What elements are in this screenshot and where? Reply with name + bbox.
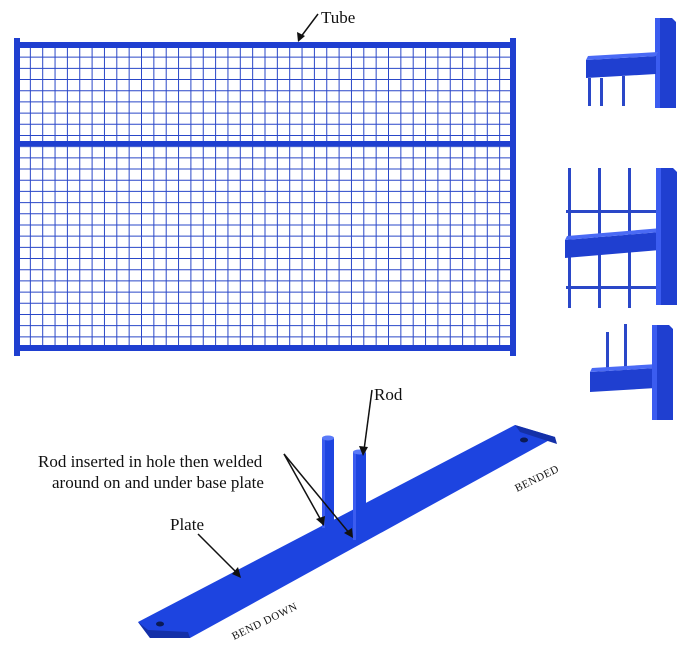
frame-left-post bbox=[14, 38, 20, 356]
frame-top-tube bbox=[15, 42, 515, 48]
joint-detail-middle bbox=[565, 168, 677, 308]
rod-front bbox=[353, 449, 366, 540]
frame-right-post bbox=[510, 38, 516, 356]
plate-hole-right bbox=[520, 437, 528, 443]
fence-panel bbox=[14, 38, 516, 356]
tube-callout: Tube bbox=[297, 8, 355, 42]
plate-callout: Plate bbox=[170, 515, 241, 578]
joint-detail-top bbox=[586, 18, 676, 108]
frame-middle-tube bbox=[15, 141, 515, 146]
plate-hole-left bbox=[156, 621, 164, 627]
rod-callout: Rod bbox=[359, 385, 403, 456]
joint-detail-bottom bbox=[590, 324, 673, 420]
rod-note-callout: Rod inserted in hole then welded around … bbox=[38, 452, 353, 538]
rod-note-line2: around on and under base plate bbox=[52, 473, 264, 492]
rod-note-line1: Rod inserted in hole then welded bbox=[38, 452, 263, 471]
rod-label: Rod bbox=[374, 385, 403, 404]
wire-mesh bbox=[18, 46, 512, 348]
plate-label: Plate bbox=[170, 515, 204, 534]
rod-back bbox=[322, 435, 334, 528]
bended-label: BENDED bbox=[513, 463, 561, 495]
frame-bottom-tube bbox=[15, 345, 515, 351]
tube-label: Tube bbox=[321, 8, 355, 27]
